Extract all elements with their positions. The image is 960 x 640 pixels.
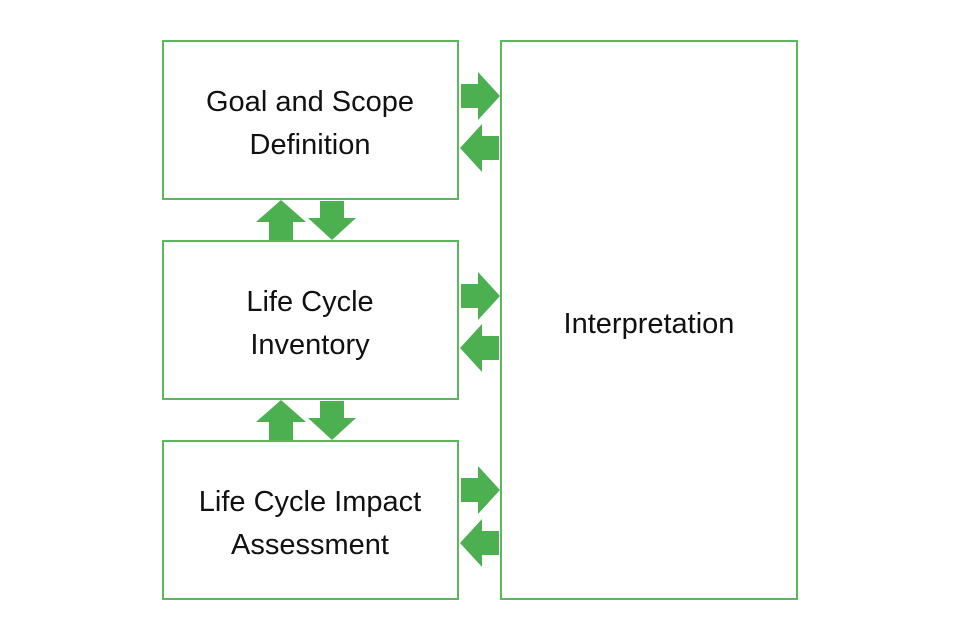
interpretation-label: Interpretation bbox=[564, 308, 735, 340]
inventory-box-border bbox=[162, 240, 459, 400]
vertical-arrows bbox=[256, 200, 356, 440]
inventory-label-line1: Life Cycle bbox=[246, 286, 373, 318]
horizontal-arrows bbox=[460, 72, 500, 567]
down-arrow-icon bbox=[308, 201, 356, 240]
left-arrow-icon bbox=[460, 519, 499, 567]
goal-scope-box: Goal and Scope Definition bbox=[162, 40, 459, 200]
down-arrow-icon bbox=[308, 401, 356, 440]
impact-label-line2: Assessment bbox=[231, 529, 389, 561]
left-arrow-icon bbox=[460, 324, 499, 372]
inventory-label-line2: Inventory bbox=[250, 329, 370, 361]
impact-box-border bbox=[162, 440, 459, 600]
impact-box: Life Cycle Impact Assessment bbox=[162, 440, 459, 600]
goal-scope-label-line1: Goal and Scope bbox=[206, 86, 414, 118]
interpretation-box-border bbox=[500, 40, 798, 600]
right-arrow-icon bbox=[461, 272, 500, 320]
goal-scope-box-border bbox=[162, 40, 459, 200]
right-arrow-icon bbox=[461, 466, 500, 514]
up-arrow-icon bbox=[256, 400, 306, 440]
left-arrow-icon bbox=[460, 124, 499, 172]
goal-scope-label-line2: Definition bbox=[250, 129, 371, 161]
impact-label-line1: Life Cycle Impact bbox=[199, 486, 421, 518]
right-arrow-icon bbox=[461, 72, 500, 120]
up-arrow-icon bbox=[256, 200, 306, 240]
inventory-box: Life Cycle Inventory bbox=[162, 240, 459, 400]
interpretation-box: Interpretation bbox=[500, 40, 798, 600]
